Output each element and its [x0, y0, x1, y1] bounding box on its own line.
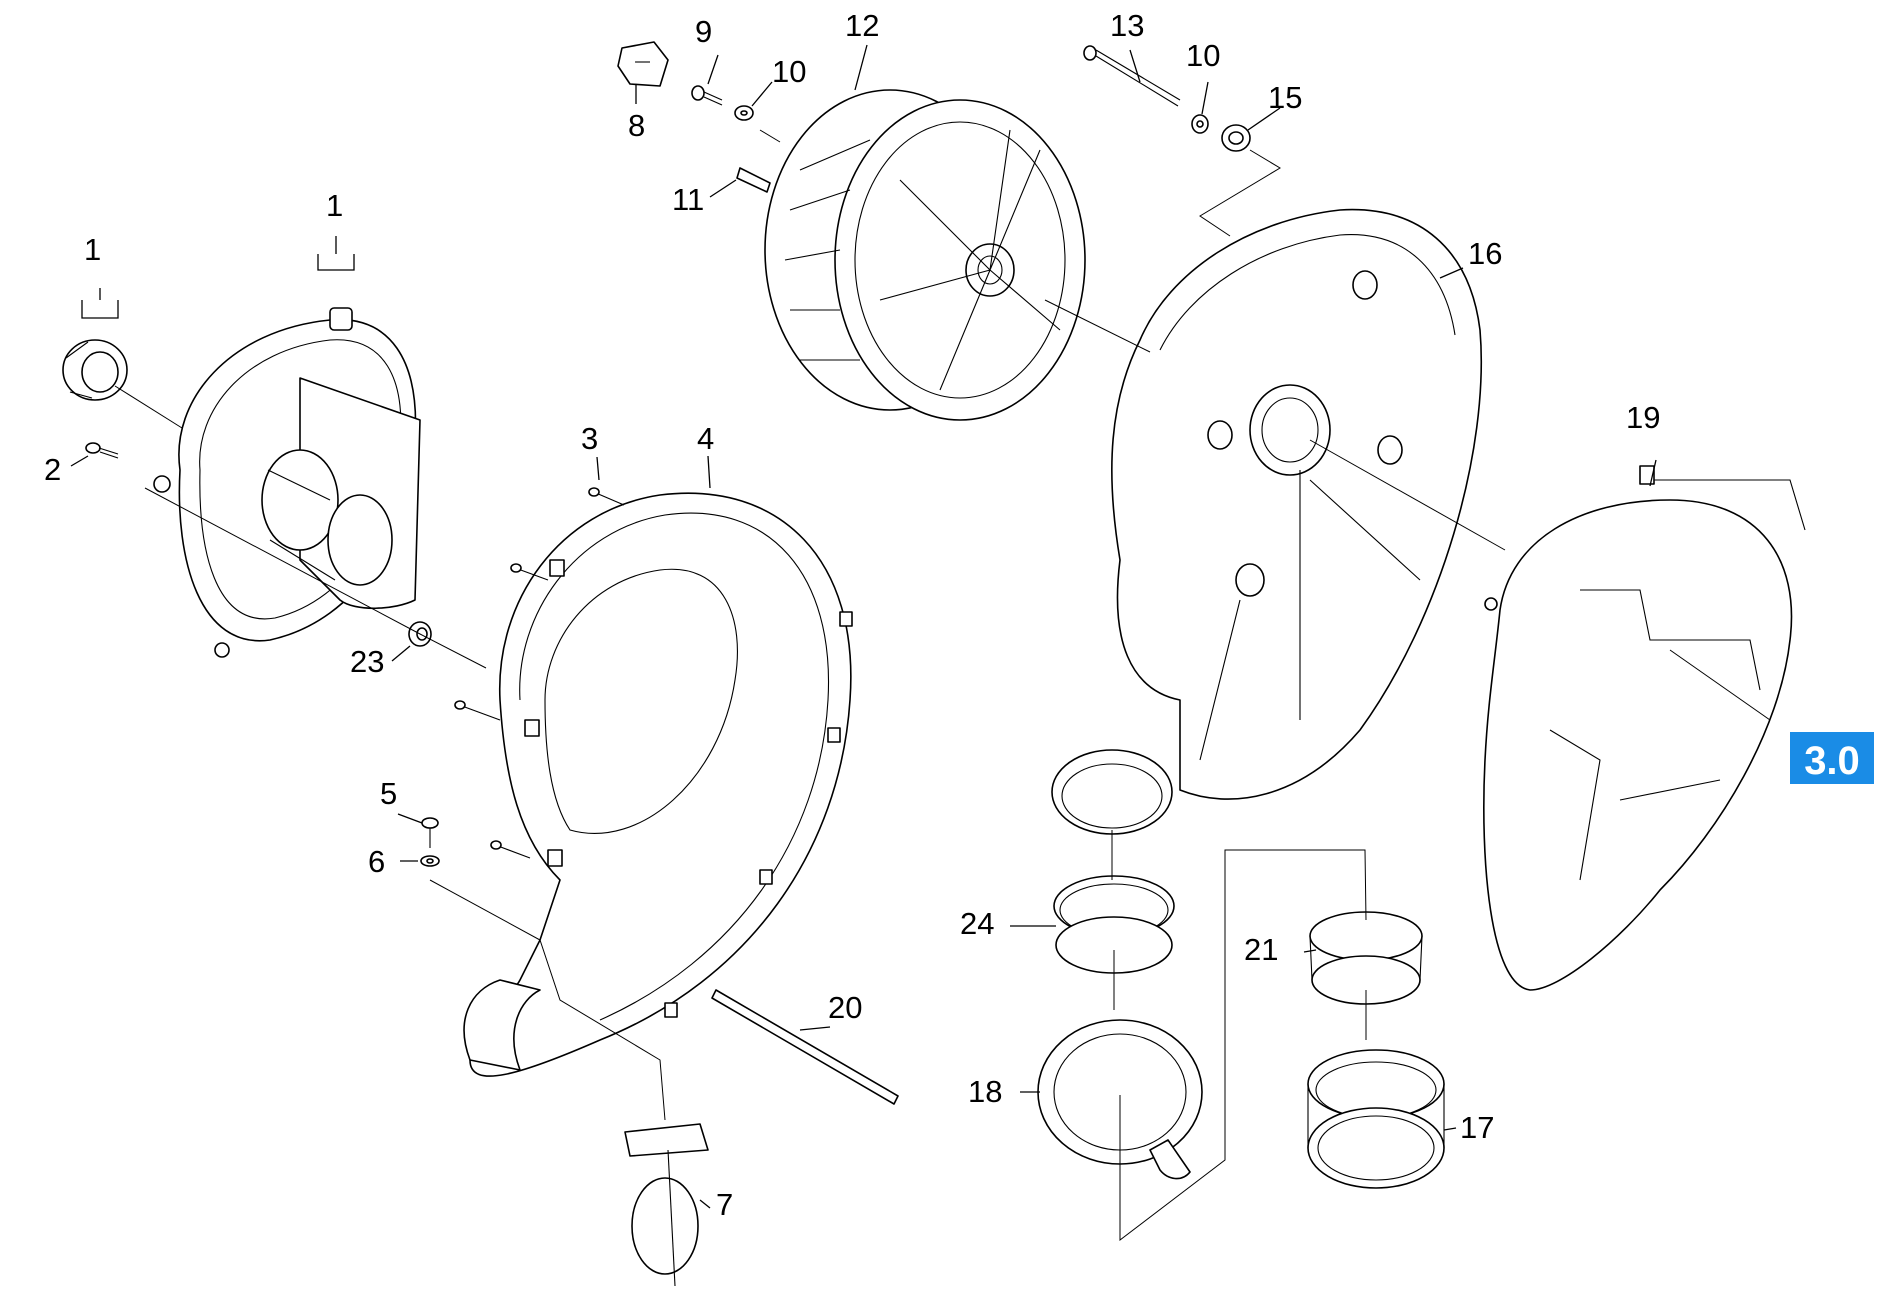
part-18-clamp-ring: [1037, 1019, 1203, 1180]
part-4-fan-housing: [463, 492, 853, 1077]
part-15-bushing: [1221, 124, 1251, 152]
callout-23: 23: [350, 644, 384, 679]
callout-2: 2: [44, 452, 61, 487]
callout-10-left: 10: [772, 54, 806, 89]
part-12-fan-wheel: [764, 89, 1086, 421]
part-11-key: [736, 167, 771, 193]
part-16-fan-cover: [1111, 208, 1483, 800]
callout-20: 20: [828, 990, 862, 1025]
callout-13: 13: [1110, 8, 1144, 43]
part-5-screw: [421, 817, 439, 848]
part-20-rod: [711, 989, 899, 1105]
part-3-screws: [454, 487, 625, 859]
badge-label: 3.0: [1804, 739, 1860, 783]
callout-1-bushing: 1: [84, 232, 101, 267]
callout-1-housing: 1: [326, 188, 343, 223]
part-1-bushing: [62, 339, 128, 401]
callout-5: 5: [380, 776, 397, 811]
callout-labels: 1 1 2 3 4 5 6 7 8 9 10 11 12 13 10 15 16…: [44, 8, 1660, 1222]
assembly-axes: [114, 129, 1771, 1242]
callout-16: 16: [1468, 236, 1502, 271]
callout-19: 19: [1626, 400, 1660, 435]
callout-21: 21: [1244, 932, 1278, 967]
part-2-screw: [85, 442, 119, 459]
part-6-washer: [420, 855, 440, 867]
callout-12: 12: [845, 8, 879, 43]
part-10-washer-right: [1191, 114, 1209, 134]
callout-18: 18: [968, 1074, 1002, 1109]
callout-7: 7: [716, 1187, 733, 1222]
part-7-flap: [624, 1123, 709, 1287]
part-8-coupling: [617, 41, 669, 87]
part-10-washer-left: [734, 105, 754, 121]
callout-3: 3: [581, 421, 598, 456]
part-16-outlet-ring: [1051, 749, 1173, 835]
part-1-motor-housing: [153, 307, 421, 658]
part-21-ring: [1309, 911, 1423, 1005]
leader-lines: [70, 44, 1657, 1209]
part-17-sleeve: [1307, 1049, 1445, 1189]
callout-11: 11: [672, 182, 704, 217]
part-24-ring: [1053, 875, 1175, 974]
part-19-side-cover: [1483, 465, 1806, 991]
callout-6: 6: [368, 844, 385, 879]
page-badge: 3.0: [1790, 732, 1874, 784]
callout-8: 8: [628, 108, 645, 143]
callout-15: 15: [1268, 80, 1302, 115]
badge-background: [1790, 732, 1874, 784]
callout-10-right: 10: [1186, 38, 1220, 73]
callout-24: 24: [960, 906, 994, 941]
part-9-screw: [691, 85, 723, 106]
callout-4: 4: [697, 421, 714, 456]
callout-9: 9: [695, 14, 712, 49]
callout-17: 17: [1460, 1110, 1494, 1145]
